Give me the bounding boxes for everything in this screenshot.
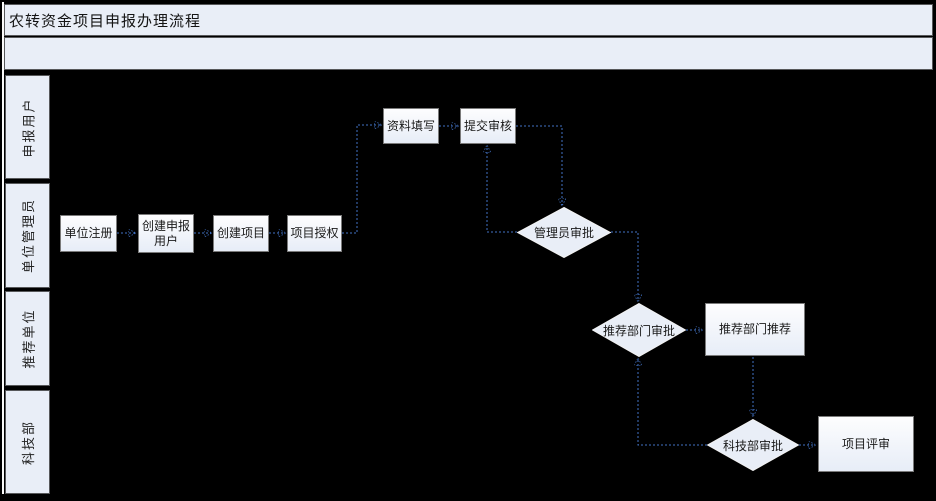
edge-authorize-to-fill-data (342, 125, 381, 234)
decision-diamond-most-approve: 科技部审批 (707, 419, 799, 471)
process-box-label: 单位注册 (64, 226, 113, 240)
process-box-submit-review: 提交审核 (460, 108, 516, 144)
process-box-label: 创建项目 (216, 226, 265, 240)
decision-diamond-dept-approve: 推荐部门审批 (592, 303, 686, 357)
decision-label: 管理员审批 (533, 226, 594, 240)
process-box-create-project: 创建项目 (213, 215, 269, 252)
process-box-label: 项目授权 (290, 226, 339, 240)
process-box-label: 资料填写 (386, 118, 435, 133)
process-box-label: 提交审核 (463, 118, 512, 133)
edge-most-reject-to-dept-approve (638, 359, 707, 446)
diagram-subtitle-bar (4, 37, 933, 70)
process-box-fill-data: 资料填写 (383, 108, 439, 144)
process-box-project-authorize: 项目授权 (287, 215, 342, 252)
process-box-dept-recommend: 推荐部门推荐 (705, 303, 805, 356)
page-title: 农转资金项目申报办理流程 (9, 13, 202, 30)
diamond-shape (592, 303, 686, 357)
edge-admin-reject-to-submit (487, 146, 517, 233)
process-box-create-applicant-user: 创建申报 用户 (138, 214, 194, 253)
swimlane-label-applicant-user: 申报用户 (5, 75, 50, 179)
process-box-project-review: 项目评审 (818, 416, 914, 472)
swimlane-label-unit-admin: 单位管理员 (5, 183, 50, 288)
edge-submit-to-admin-approve (516, 125, 562, 205)
diamond-shape (517, 207, 611, 258)
process-box-label: 创建申报 用户 (141, 218, 190, 248)
decision-diamond-admin-approve: 管理员审批 (517, 207, 611, 258)
swimlane-label-most: 科技部 (5, 390, 50, 494)
process-box-unit-register: 单位注册 (60, 215, 117, 252)
decision-label: 科技部审批 (722, 438, 783, 453)
process-box-label: 推荐部门推荐 (718, 322, 791, 336)
edge-admin-approve-to-dept-approve (611, 231, 638, 301)
decision-label: 推荐部门审批 (602, 323, 675, 338)
diagram-title-bar: 农转资金项目申报办理流程 (4, 4, 933, 36)
process-box-label: 项目评审 (841, 436, 890, 451)
swimlane-label-recommend-unit: 推荐单位 (5, 291, 50, 386)
frame-left-border (2, 2, 4, 494)
diamond-shape (707, 419, 799, 471)
